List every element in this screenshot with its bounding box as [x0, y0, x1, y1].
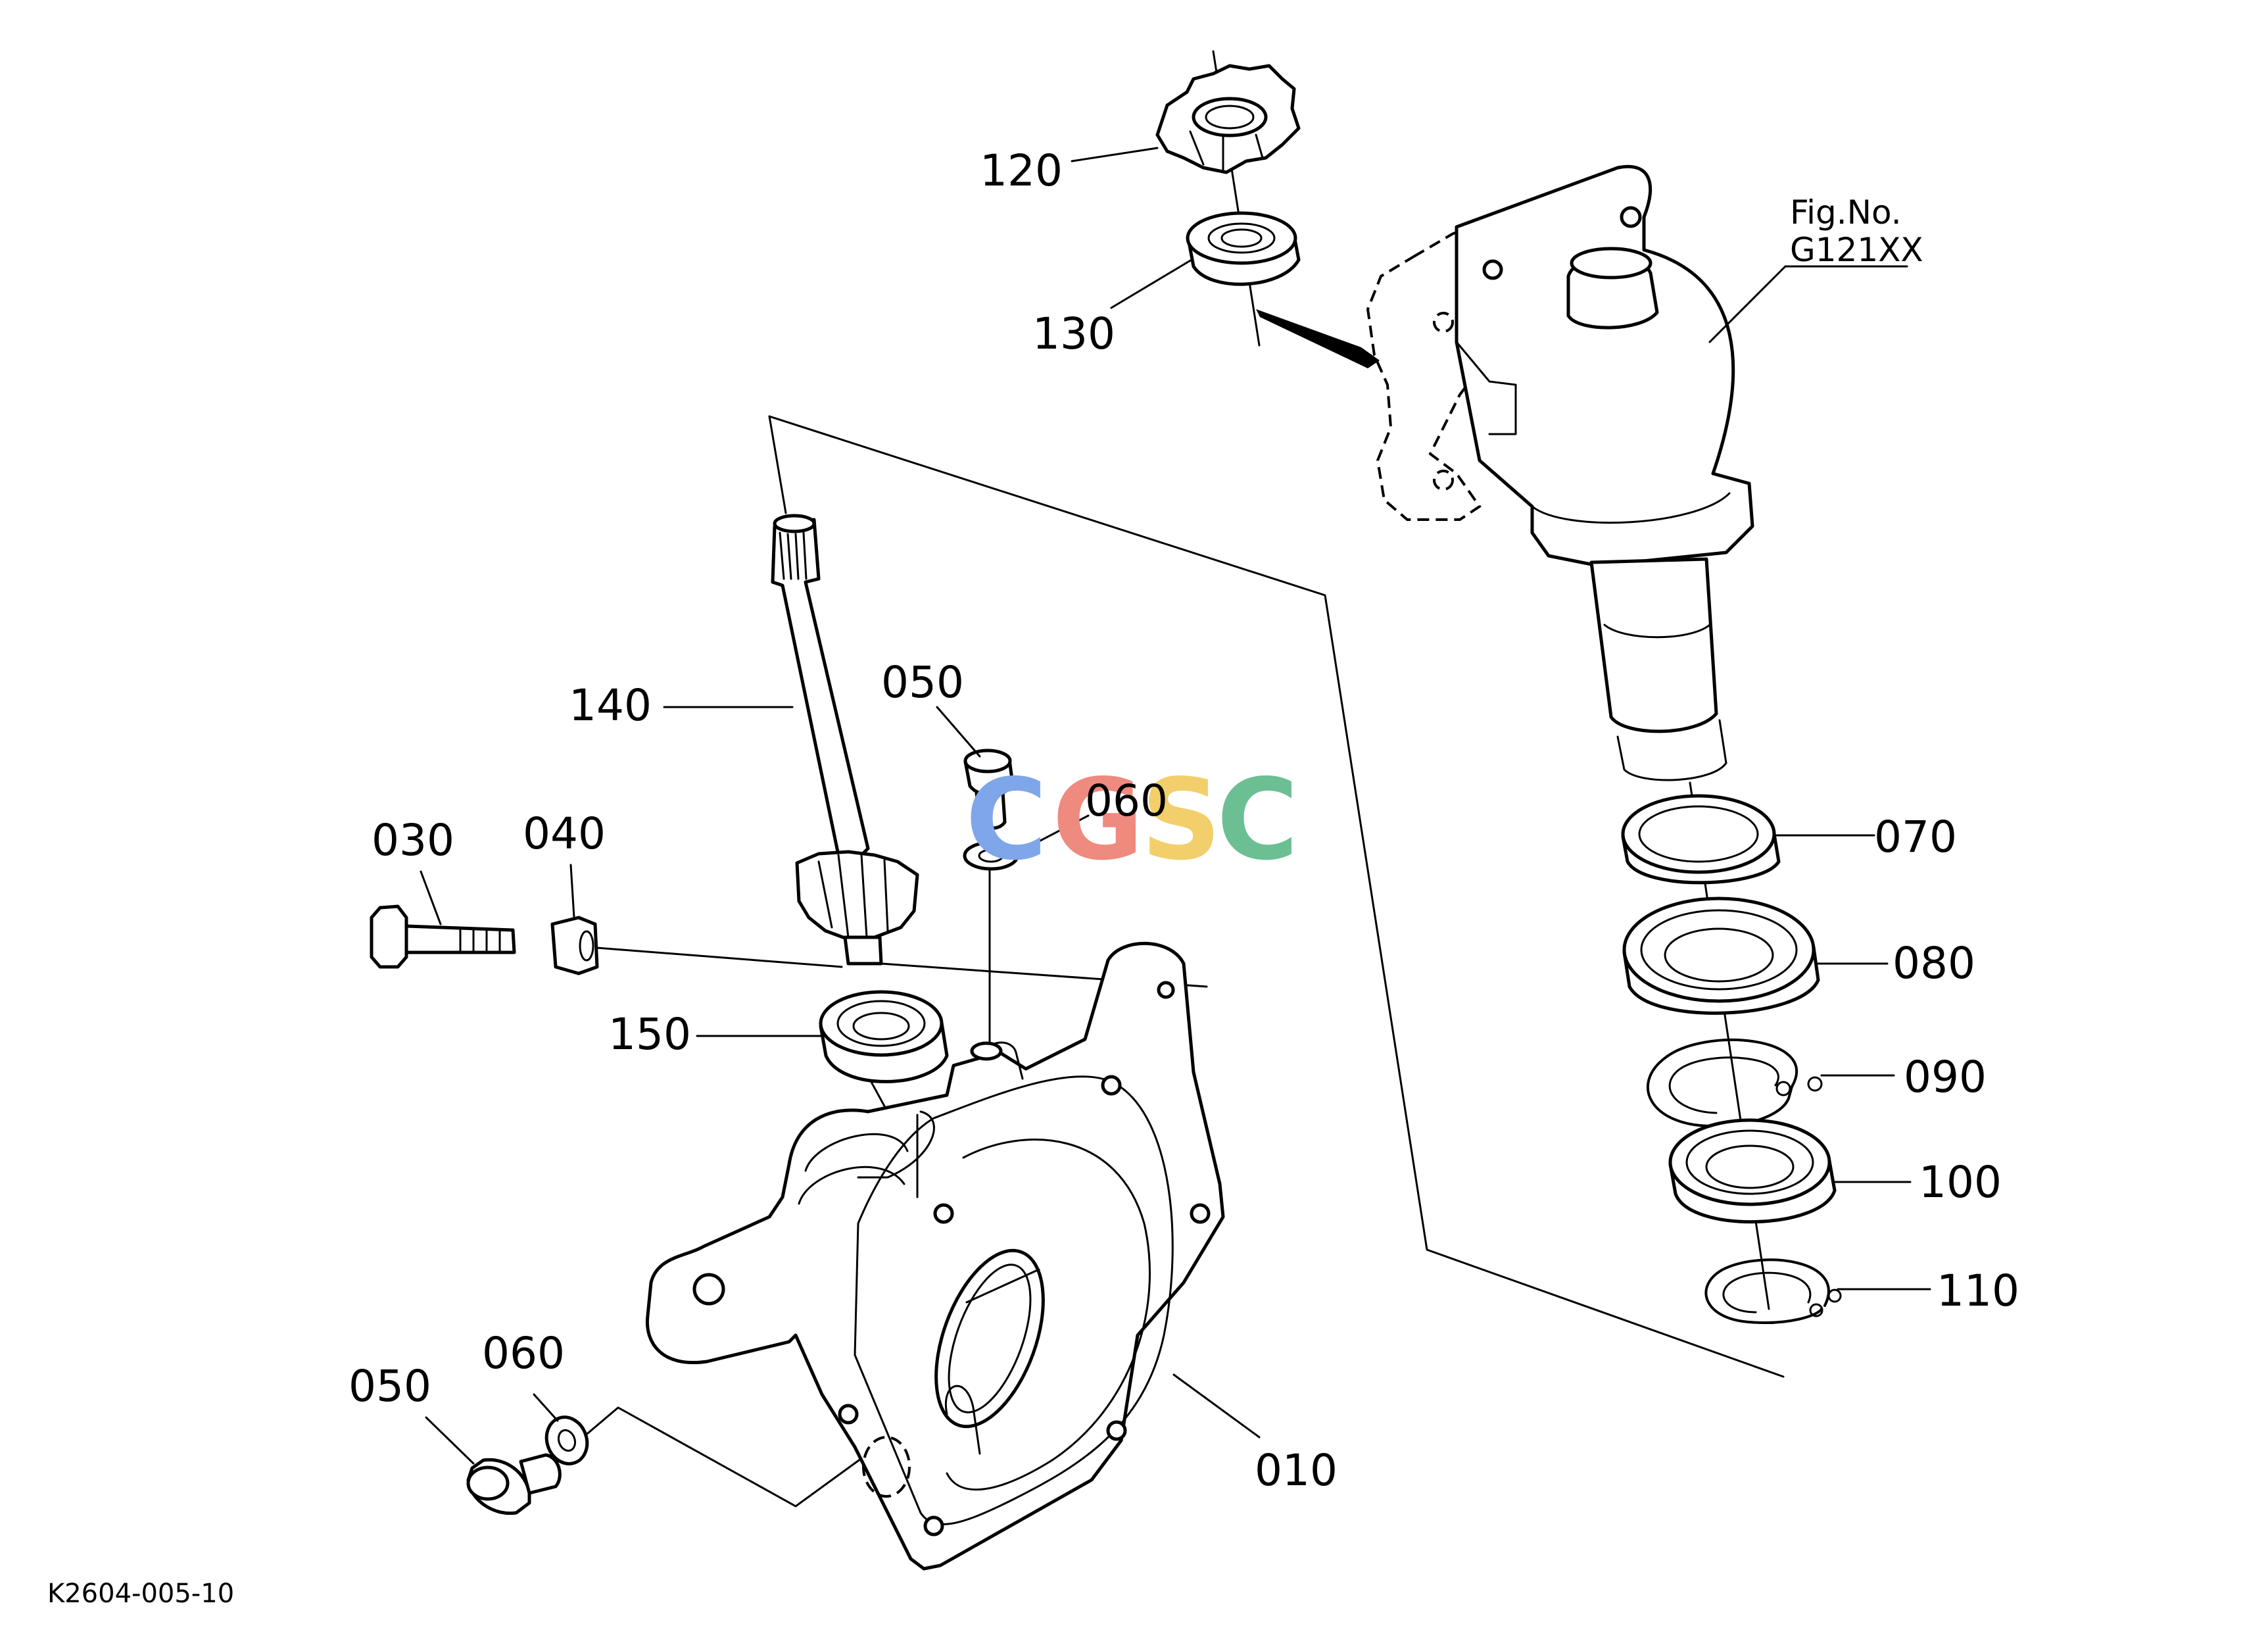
- figure-reference: Fig.No. G121XX: [1790, 193, 1923, 269]
- callout-050-top: 050: [881, 657, 964, 708]
- bearing-080: [1622, 897, 1820, 1015]
- callout-010: 010: [1255, 1445, 1338, 1496]
- plug-bolt-050-bottom: [466, 1453, 562, 1515]
- watermark: C G S C: [965, 755, 1299, 885]
- bearing-150: [819, 990, 949, 1083]
- callout-060-top: 060: [1085, 775, 1168, 826]
- figure-ref-line-1: Fig.No.: [1790, 193, 1902, 232]
- callout-040: 040: [523, 808, 606, 859]
- ball-bearing-130: [1186, 211, 1301, 286]
- callout-070: 070: [1874, 812, 1957, 862]
- figure-ref-line-2: G121XX: [1790, 231, 1923, 269]
- housing-010: [645, 941, 1225, 1571]
- bolt-050-top: [963, 749, 1015, 830]
- housing-ref-leader: [1708, 265, 1787, 343]
- callout-labels: 120 130 140 150 050 060 030 040 050 060 …: [349, 145, 2019, 1496]
- callout-130: 130: [1032, 308, 1115, 359]
- watermark-letter-3: S: [1141, 755, 1221, 885]
- callout-140: 140: [569, 680, 652, 731]
- callout-060-bottom: 060: [482, 1328, 565, 1379]
- bevel-gear-120: [1155, 64, 1301, 174]
- washer-060-top: [963, 841, 1019, 871]
- assembly-frame-lines: [768, 415, 1785, 1378]
- callout-110: 110: [1937, 1266, 2019, 1316]
- leader-lines: [420, 147, 1931, 1465]
- watermark-letter-4: C: [1217, 755, 1299, 885]
- arrow-icon: [1256, 309, 1380, 368]
- watermark-letter-2: G: [1052, 755, 1144, 885]
- callout-090: 090: [1904, 1052, 1987, 1102]
- drawing-code: K2604-005-10: [47, 1579, 234, 1609]
- callout-150: 150: [608, 1009, 691, 1060]
- callout-050-bottom: 050: [349, 1361, 431, 1412]
- callout-100: 100: [1919, 1157, 2002, 1208]
- nut-040: [550, 916, 599, 975]
- pinion-shaft-140: [771, 514, 919, 966]
- bearing-100: [1668, 1118, 1837, 1224]
- circlip-110: [1704, 1258, 1842, 1324]
- bolt-030: [370, 904, 516, 969]
- washer-060-bottom: [544, 1415, 589, 1465]
- callout-080: 080: [1893, 938, 1975, 989]
- referenced-housing: [1366, 164, 1754, 781]
- watermark-letter-1: C: [965, 755, 1048, 885]
- callout-030: 030: [372, 815, 454, 866]
- callout-120: 120: [980, 145, 1063, 196]
- oil-seal-070: [1621, 794, 1781, 885]
